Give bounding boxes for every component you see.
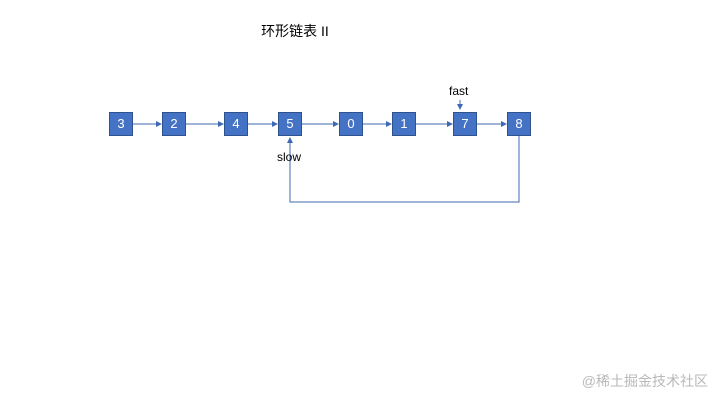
list-node-2: 2 (162, 112, 186, 136)
diagram-title: 环形链表 II (261, 23, 329, 39)
slow-pointer-label: slow (277, 150, 302, 164)
list-node-7: 7 (453, 112, 477, 136)
list-node-4: 4 (224, 112, 248, 136)
list-node-1: 1 (392, 112, 416, 136)
fast-pointer-label: fast (449, 84, 469, 98)
list-node-3: 3 (109, 112, 133, 136)
watermark: @稀土掘金技术社区 (581, 373, 708, 389)
list-node-8: 8 (507, 112, 531, 136)
cycle-edge-8-to-5 (287, 136, 520, 203)
list-node-5: 5 (278, 112, 302, 136)
list-node-0: 0 (339, 112, 363, 136)
